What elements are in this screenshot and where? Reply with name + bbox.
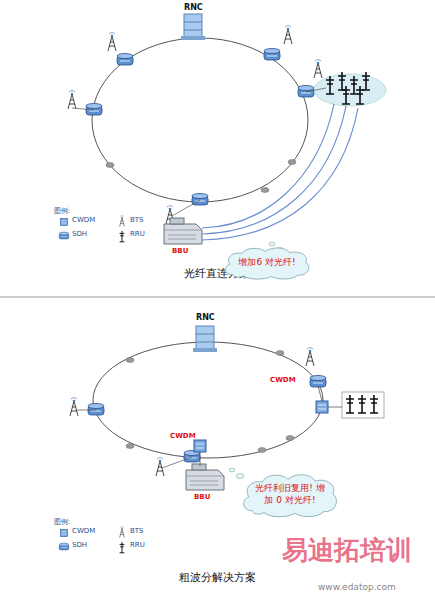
- device-label: CWDM: [270, 376, 296, 384]
- callout-cloud: 光纤利旧复用! 增加 0 对光纤!: [240, 472, 340, 518]
- legend-text: BTS: [130, 216, 144, 224]
- watermark: 易迪拓培训: [282, 536, 412, 566]
- legend-heading: 图例:: [54, 518, 70, 526]
- device-label: RNC: [184, 3, 203, 12]
- device-label: BBU: [194, 493, 210, 501]
- legend-text: RRU: [130, 230, 145, 238]
- device-label: CWDM: [170, 432, 196, 440]
- callout-text: 光纤利旧复用! 增加 0 对光纤!: [240, 472, 340, 515]
- legend-text: SDH: [72, 230, 87, 238]
- watermark-url: www.edatop.com: [318, 582, 396, 592]
- device-label: BBU: [172, 247, 188, 255]
- legend-text: BTS: [130, 527, 144, 535]
- legend-text: CWDM: [72, 216, 95, 224]
- legend-text: SDH: [72, 541, 87, 549]
- panel-caption: 粗波分解决方案: [179, 572, 256, 585]
- legend-text: RRU: [130, 541, 145, 549]
- legend-text: CWDM: [72, 527, 95, 535]
- device-label: RNC: [196, 313, 215, 322]
- legend-heading: 图例:: [54, 207, 70, 215]
- callout-text: 增加6 对光纤!: [222, 246, 312, 278]
- callout-cloud: 增加6 对光纤!: [222, 246, 312, 280]
